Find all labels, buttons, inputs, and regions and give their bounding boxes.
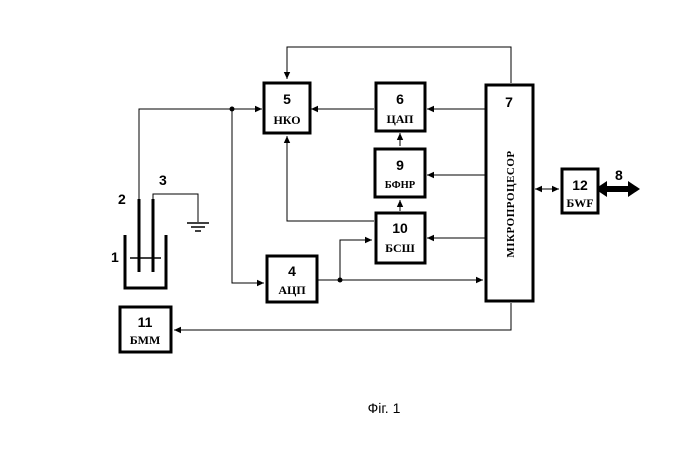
block-bwf-number: 12 xyxy=(572,177,588,193)
electrochemical-cell-number: 1 xyxy=(111,249,119,265)
wire-node-to-adc xyxy=(231,109,264,287)
external-link-arrow xyxy=(595,181,640,197)
block-dac: 6 ЦАП xyxy=(374,81,427,133)
block-bwf-label: БWF xyxy=(566,196,593,210)
wire-mp-loop-to-nko xyxy=(283,46,512,83)
block-dac-label: ЦАП xyxy=(386,112,414,126)
block-adc: 4 АЦП xyxy=(265,254,319,304)
block-bssh-label: БСШ xyxy=(385,241,415,255)
block-microprocessor-number: 7 xyxy=(505,94,513,110)
block-bmm-label: БММ xyxy=(130,333,161,347)
block-bfnr: 9 БФНР xyxy=(373,147,427,199)
figure-caption: Фіг. 1 xyxy=(368,400,401,416)
ground-icon xyxy=(187,222,209,232)
wire-mp-to-bmm xyxy=(174,303,512,334)
block-bssh: 10 БСШ xyxy=(374,211,427,265)
block-bssh-number: 10 xyxy=(392,220,408,236)
block-adc-label: АЦП xyxy=(278,283,306,297)
block-microprocessor-label: МІКРОПРОЦЕСОР xyxy=(505,150,517,257)
block-nko: 5 НКО xyxy=(262,81,312,135)
wire-electrode-to-node xyxy=(138,108,232,199)
block-bmm-number: 11 xyxy=(138,314,153,330)
external-link-number: 8 xyxy=(615,167,623,183)
block-microprocessor: 7 МІКРОПРОЦЕСОР xyxy=(484,83,535,303)
block-adc-number: 4 xyxy=(288,263,296,279)
wire-adc-to-bssh xyxy=(339,236,372,280)
junction-node xyxy=(229,106,235,112)
block-dac-number: 6 xyxy=(396,91,404,107)
reference-electrode-number: 3 xyxy=(159,172,167,188)
block-bfnr-label: БФНР xyxy=(385,180,416,191)
junction-node xyxy=(337,277,343,283)
block-bfnr-number: 9 xyxy=(396,157,404,173)
block-bmm: 11 БММ xyxy=(118,305,173,354)
block-bwf: 12 БWF xyxy=(560,167,600,215)
block-nko-label: НКО xyxy=(273,113,300,127)
electrochemical-cell xyxy=(123,199,168,290)
block-nko-number: 5 xyxy=(283,91,291,107)
connections xyxy=(138,46,640,334)
wire-ground xyxy=(152,193,199,222)
working-electrode-number: 2 xyxy=(118,191,126,207)
wire-bssh-to-nko xyxy=(283,136,374,222)
